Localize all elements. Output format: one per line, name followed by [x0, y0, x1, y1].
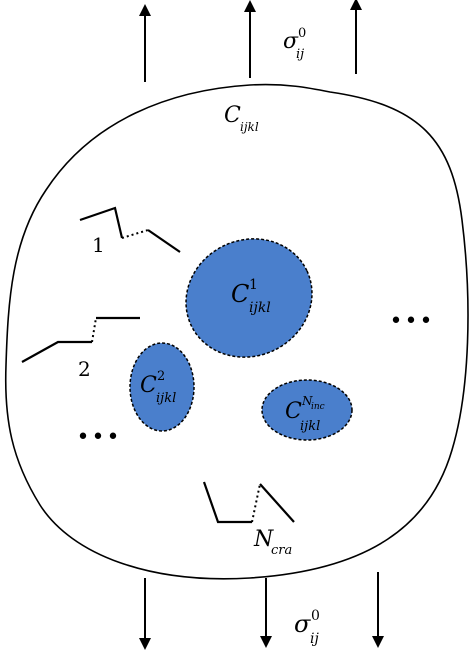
inclusion-2-label: C 2 ijkl [140, 369, 176, 406]
body-outline [4, 83, 469, 580]
svg-text:N: N [253, 527, 274, 552]
ellipsis-right: ••• [390, 309, 435, 334]
sigma-top-label: σ 0 ij [283, 26, 306, 62]
inclusion-1-shape [185, 238, 313, 358]
top-arrows [139, 0, 362, 82]
svg-text:σ: σ [283, 29, 299, 54]
inclusion-1-label: C 1 ijkl [231, 277, 271, 316]
matrix-stiffness-label: C ijkl [224, 103, 259, 134]
ellipsis-left: ••• [77, 425, 122, 450]
crack-n [202, 481, 295, 524]
svg-text:C: C [140, 373, 157, 398]
svg-text:ijkl: ijkl [156, 391, 176, 406]
svg-text:ijkl: ijkl [300, 419, 320, 434]
crack-2 [21, 316, 140, 363]
crack-n-label: N cra [253, 527, 292, 558]
svg-text:inc: inc [311, 402, 325, 412]
inclusion-n-shape [261, 379, 353, 441]
svg-text:ijkl: ijkl [240, 120, 259, 134]
svg-text:ijkl: ijkl [249, 300, 271, 316]
svg-text:0: 0 [311, 608, 320, 624]
svg-text:1: 1 [249, 277, 258, 293]
svg-text:ij: ij [296, 47, 304, 62]
svg-text:C: C [224, 103, 241, 128]
sigma-bottom-label: σ 0 ij [294, 608, 320, 647]
crack-1 [79, 206, 181, 253]
bottom-arrows [139, 572, 384, 650]
svg-text:0: 0 [298, 26, 306, 41]
svg-text:σ: σ [294, 610, 311, 638]
inclusion-2-shape [129, 342, 195, 432]
inclusion-n-label: C N inc ijkl [285, 394, 325, 434]
svg-text:C: C [231, 280, 249, 308]
svg-text:ij: ij [310, 631, 319, 647]
svg-text:C: C [285, 399, 302, 424]
svg-text:cra: cra [271, 543, 292, 558]
crack-2-label: 2 [78, 357, 91, 381]
svg-text:N: N [301, 394, 313, 408]
crack-1-label: 1 [92, 233, 105, 257]
svg-text:2: 2 [157, 369, 165, 384]
